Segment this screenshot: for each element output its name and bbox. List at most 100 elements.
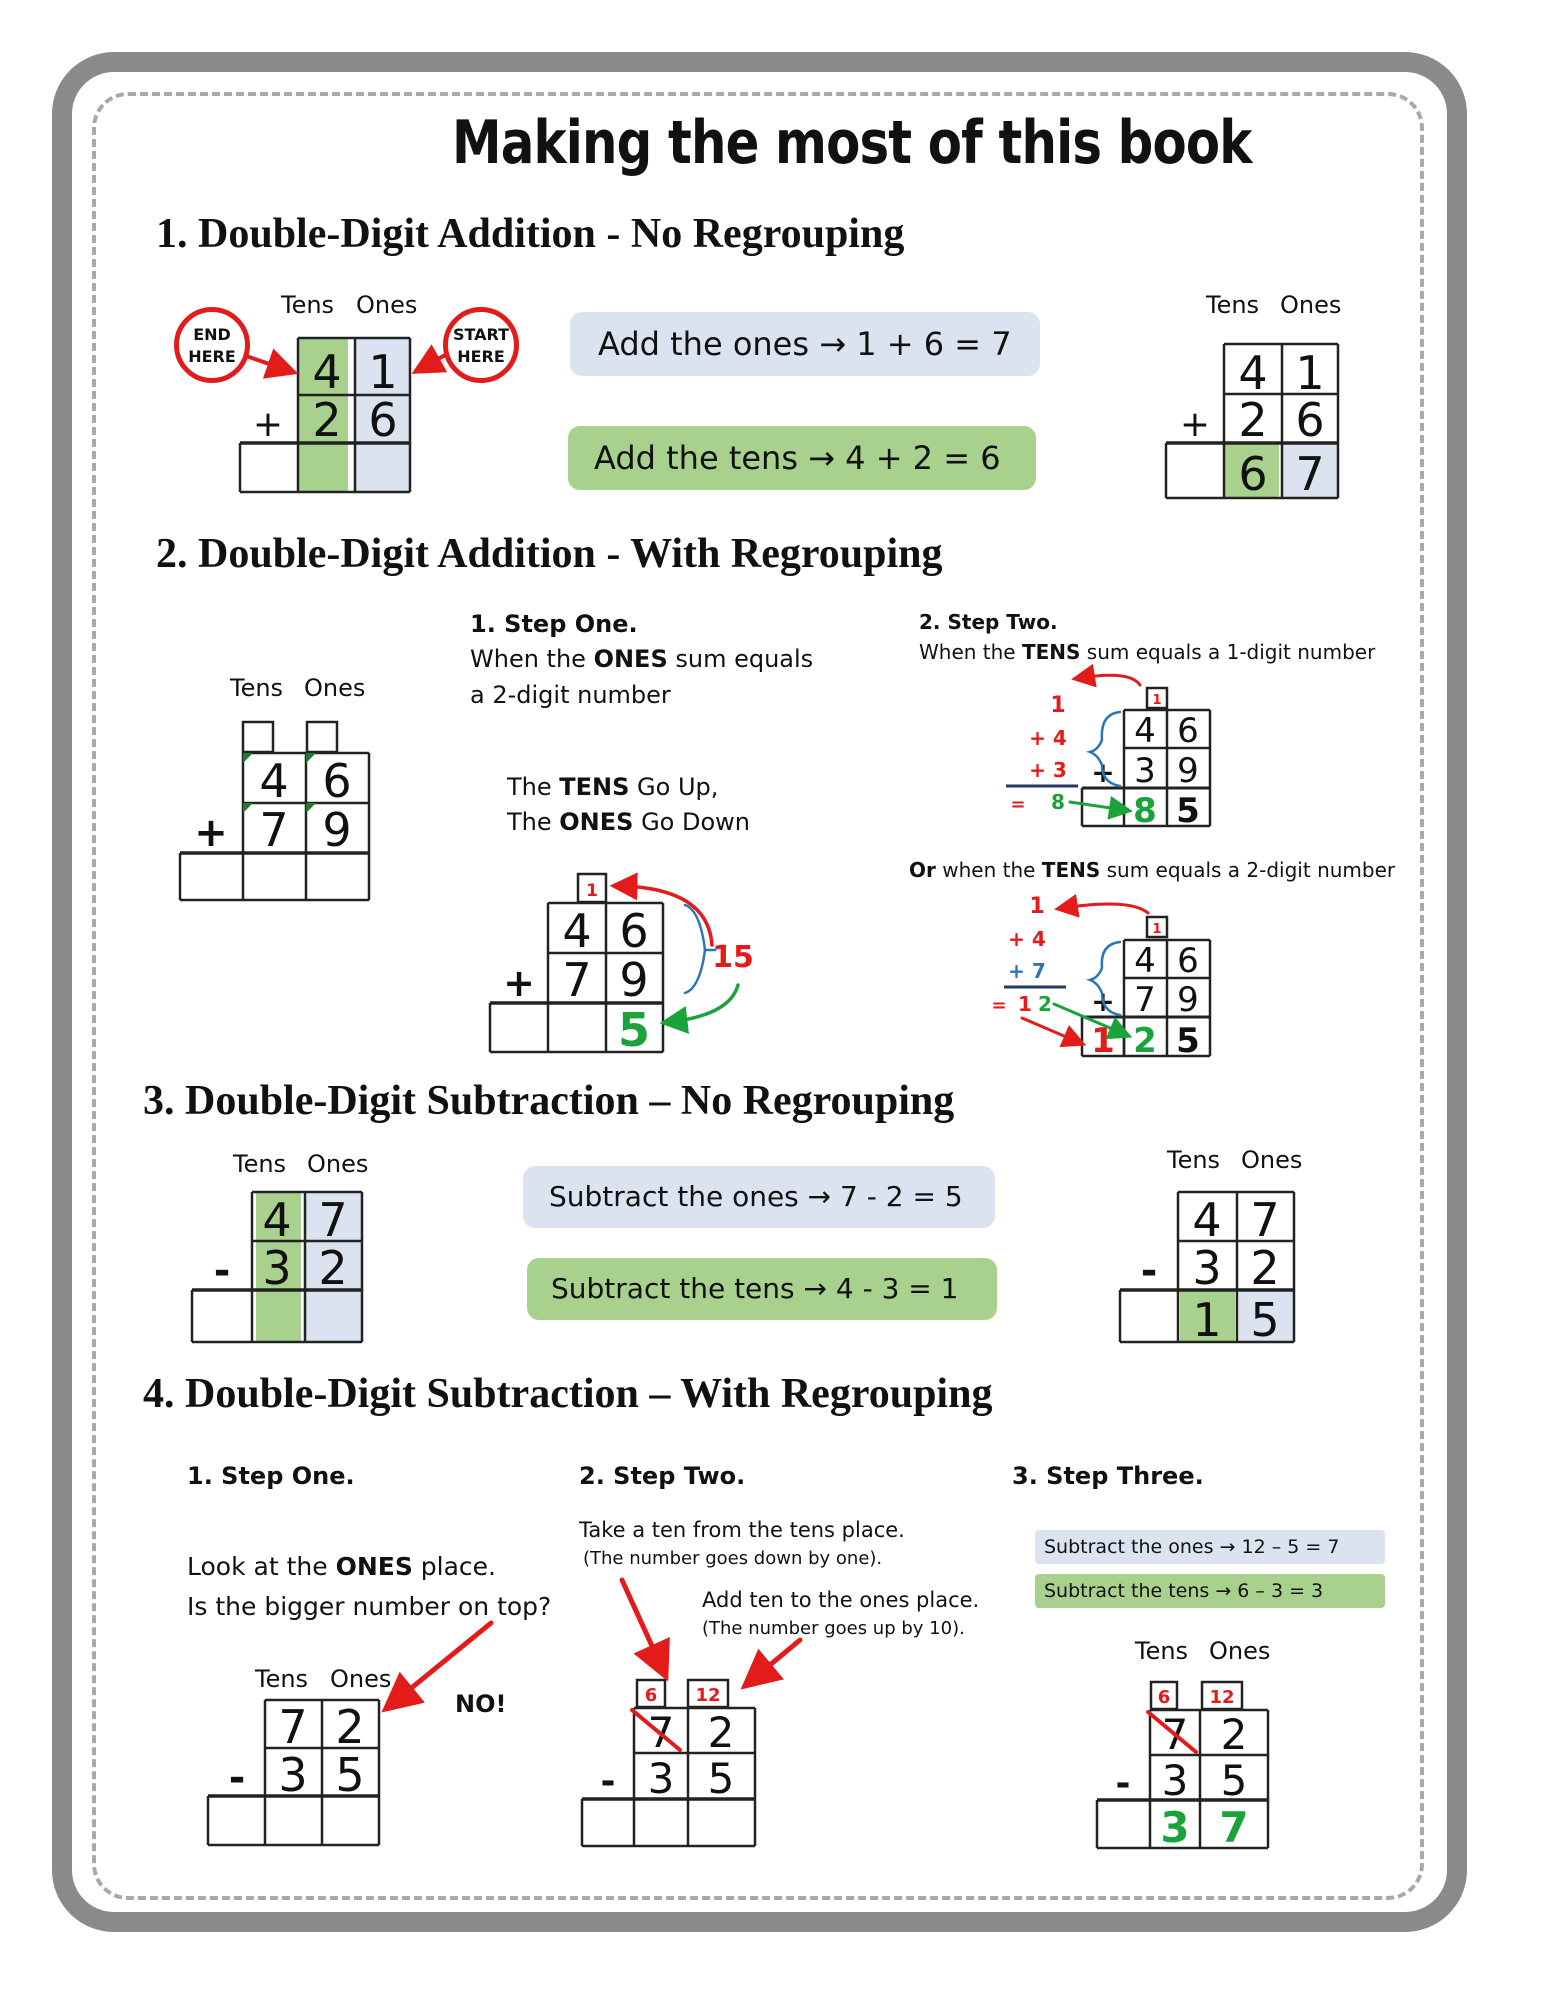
s4-step1-line2: Is the bigger number on top? (187, 1592, 552, 1621)
sum-arrow (1068, 795, 1133, 820)
text: sum equals (667, 645, 814, 673)
ones-result: 5 (618, 1003, 650, 1057)
tens-sum: 8 (1051, 790, 1065, 814)
add-ones-step: Add the ones → 1 + 6 = 7 (570, 312, 1040, 376)
tens-answer-highlight (1224, 443, 1279, 498)
minus-sign: - (214, 1248, 231, 1294)
plus-sign: + (253, 404, 283, 445)
tens-bold: TENS (1021, 640, 1081, 664)
text: Go Down (633, 808, 750, 836)
start-arrow (411, 344, 449, 374)
digit: 6 (1295, 393, 1324, 447)
answer-digit: 7 (1295, 447, 1324, 501)
carry-digit: 1 (1152, 922, 1161, 937)
digit: 4 (1134, 941, 1156, 981)
tens-label: Tens (230, 674, 284, 702)
digit: 2 (708, 1708, 735, 1757)
s4-step2-title: 2. Step Two. (579, 1462, 746, 1490)
text: place. (412, 1552, 496, 1581)
new-ones: 12 (695, 1685, 720, 1706)
tens-bold: TENS (559, 773, 630, 801)
ones-highlight (305, 1192, 362, 1342)
equals: = (991, 995, 1006, 1016)
answer-digit: 1 (1192, 1293, 1221, 1347)
digit: 6 (619, 904, 648, 958)
subtract-ones-step: Subtract the ones → 7 - 2 = 5 (523, 1166, 995, 1228)
carry-arrow (1071, 663, 1142, 688)
plus-sign: + (503, 961, 535, 1005)
digit: 9 (619, 953, 648, 1007)
digit: 7 (278, 1700, 307, 1754)
ones-answer-highlight (1282, 443, 1338, 498)
end-arrow (244, 348, 299, 379)
digit: 7 (562, 953, 591, 1007)
result-digit: 2 (1133, 1021, 1157, 1061)
text: sum equals a 1-digit number (1080, 640, 1376, 664)
section2-heading: 2. Double-Digit Addition - With Regroupi… (156, 531, 943, 577)
ones-label: Ones (307, 1150, 369, 1178)
grid-lines (178, 336, 1340, 1850)
ones-digit-arrow (1052, 1002, 1133, 1040)
addend-4: + 4 (1008, 927, 1046, 951)
ones-label: Ones (1280, 291, 1342, 319)
tens-label: Tens (233, 1150, 287, 1178)
addend-3: + 3 (1029, 758, 1067, 782)
ones-bold: ONES (559, 808, 634, 836)
or-line: Or when the TENS sum equals a 2-digit nu… (909, 858, 1395, 882)
tens-label: Tens (1206, 291, 1260, 319)
tens-brace (1085, 710, 1122, 788)
s2-step2-title: 2. Step Two. (919, 610, 1058, 634)
s4-step1-line1: Look at the ONES place. (187, 1552, 496, 1581)
s4-step1-title: 1. Step One. (187, 1462, 355, 1490)
carry-value: 1 (1029, 894, 1044, 919)
minus-sign: - (601, 1761, 616, 1802)
digit: 5 (335, 1748, 364, 1802)
answer-digit: 5 (1250, 1293, 1279, 1347)
add-ten-arrow (740, 1637, 803, 1690)
digit: 7 (1134, 980, 1156, 1020)
section1-heading: 1. Double-Digit Addition - No Regrouping (156, 211, 905, 257)
digit: 4 (562, 904, 591, 958)
digit: 6 (368, 393, 397, 447)
tens-sum-tens: 1 (1018, 992, 1032, 1016)
digit: 2 (335, 1700, 364, 1754)
s2-step1-line1: When the ONES sum equals (470, 645, 813, 673)
text: Look at the (187, 1552, 336, 1581)
text: The (507, 808, 560, 836)
or-bold: Or (909, 858, 936, 882)
s4-step3-title: 3. Step Three. (1012, 1462, 1204, 1490)
carry-digit: 1 (1152, 693, 1161, 708)
digit: 4 (1192, 1193, 1221, 1247)
tens-bold: TENS (1041, 858, 1101, 882)
add-ten-note: (The number goes up by 10). (702, 1618, 965, 1639)
digit: 1 (368, 345, 397, 399)
digit: 4 (262, 1193, 291, 1247)
page-frame (52, 52, 1467, 1932)
dashed-border (92, 92, 1424, 1900)
page-title: Making the most of this book (452, 108, 1252, 178)
digit: 3 (1134, 751, 1156, 791)
ones-highlight (355, 338, 410, 492)
minus-sign: - (1141, 1248, 1158, 1294)
carry-up-arrow (609, 872, 714, 947)
tens-label: Tens (255, 1665, 309, 1693)
ones-label: Ones (356, 291, 418, 319)
ones-label: Ones (304, 674, 366, 702)
tens-brace (1085, 940, 1122, 1017)
digit: 4 (312, 345, 341, 399)
no-arrow (381, 1620, 494, 1713)
digit: 3 (262, 1241, 291, 1295)
rule-line1: The TENS Go Up, (507, 773, 718, 801)
tens-digit-arrow (1020, 1016, 1087, 1048)
ones-label: Ones (1209, 1637, 1271, 1665)
carry-arrow (1054, 893, 1150, 918)
minus-sign: - (229, 1755, 246, 1801)
tens-highlight (298, 338, 348, 492)
tens-highlight (256, 1192, 301, 1342)
no-label: NO! (455, 1690, 507, 1718)
text: when the (935, 858, 1042, 882)
answer-digit: 6 (1238, 447, 1267, 501)
addend-7: + 7 (1008, 959, 1046, 983)
digit: 6 (1177, 941, 1199, 981)
